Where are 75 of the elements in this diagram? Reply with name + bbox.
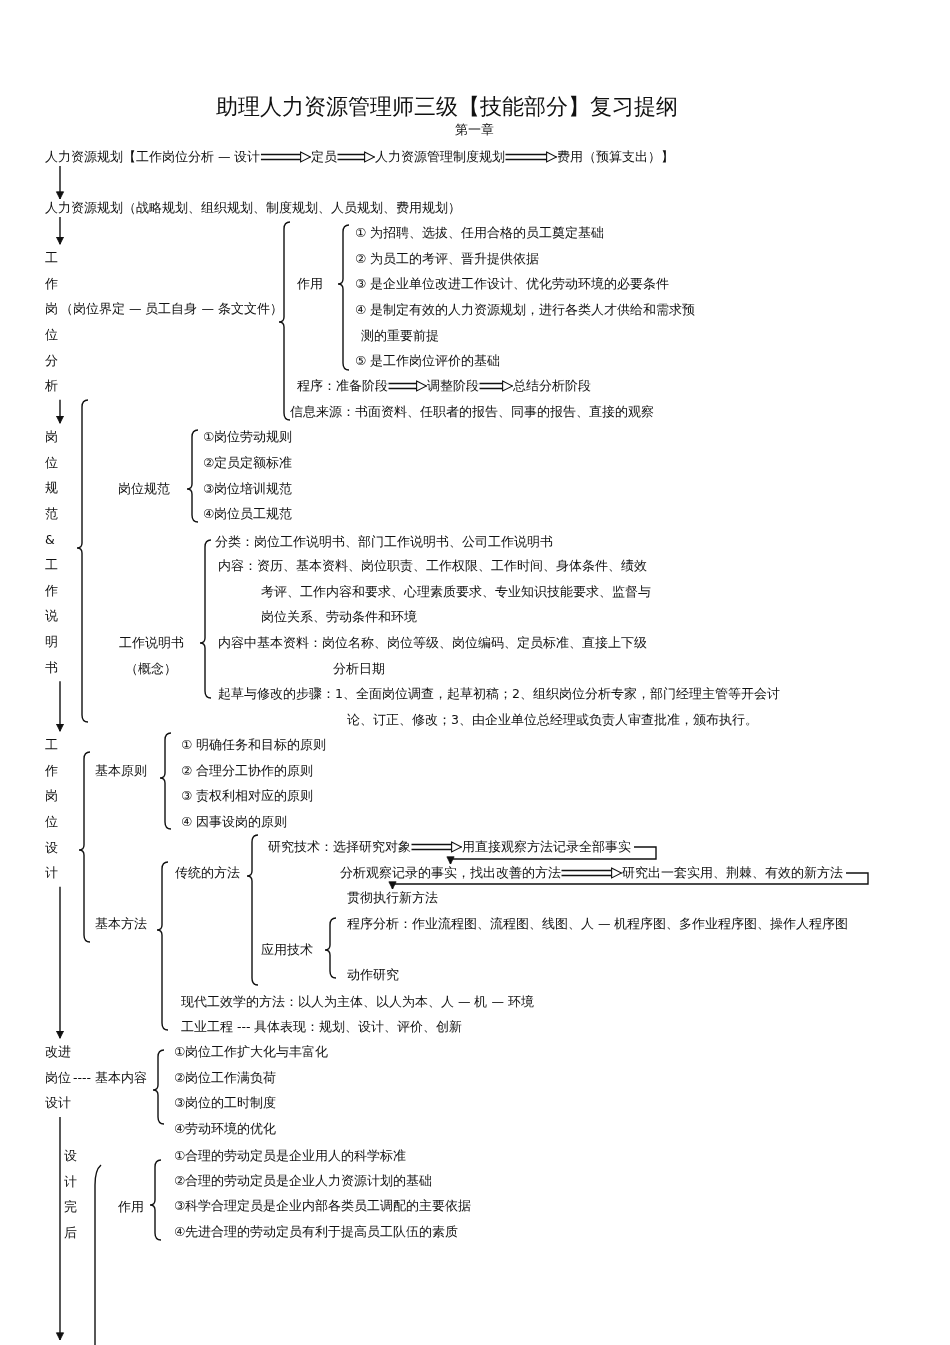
outline-text: 程序分析：作业流程图、流程图、线图、人 — 机程序图、多作业程序图、操作人程序图 xyxy=(347,916,849,932)
arrow xyxy=(56,680,64,732)
side-note: （岗位界定 — 员工自身 — 条文文件） xyxy=(60,301,283,317)
hollow-arrow xyxy=(387,380,428,392)
hollow-arrow xyxy=(410,841,463,853)
outline-text: 工作说明书（概念） xyxy=(118,634,184,678)
outline-text: ① 明确任务和目标的原则 xyxy=(181,737,327,753)
outline-text: ④ 因事设岗的原则 xyxy=(181,814,288,830)
vertical-heading: 改进岗位设计 xyxy=(45,1039,72,1116)
arrow xyxy=(56,1116,64,1341)
outline-text: ③科学合理定员是企业内部各类员工调配的主要依据 xyxy=(174,1198,472,1214)
outline-text: 传统的方法 xyxy=(175,865,240,881)
outline-text: ③ 是企业单位改进工作设计、优化劳动环境的必要条件 xyxy=(355,276,670,292)
vertical-heading: 岗位规范&工作说明书 xyxy=(45,424,59,681)
outline-text: ②定员定额标准 xyxy=(203,455,293,471)
outline-text: ② 为员工的考评、晋升提供依据 xyxy=(355,251,540,267)
hollow-arrow xyxy=(336,151,376,163)
topic-text: 程序：准备阶段 xyxy=(297,378,388,394)
topic-text: 人力资源管理制度规划 xyxy=(375,149,505,165)
outline-text: ①合理的劳动定员是企业用人的科学标准 xyxy=(174,1148,407,1164)
outline-text: 作用 xyxy=(118,1199,144,1215)
topic-text: 研究技术：选择研究对象 xyxy=(268,839,411,855)
topic-text: 用直接观察方法记录全部事实 xyxy=(462,839,631,855)
outline-text: 起草与修改的步骤：1、全面岗位调查，起草初稿；2、组织岗位分析专家，部门经理主管等开会讨论、订正、修改；3、由企业单位总经理或负责人审查批准，颁布执行。 xyxy=(218,685,781,729)
arrow xyxy=(388,872,869,890)
outline-text: 作用 xyxy=(297,276,323,292)
topic-text: 研究出一套实用、荆棘、有效的新方法 xyxy=(622,865,843,881)
outline-text: 基本方法 xyxy=(95,916,147,932)
vertical-heading: 工作岗位分析 xyxy=(45,245,59,399)
outline-text: ②岗位工作满负荷 xyxy=(174,1070,277,1086)
outline-text: ---- 基本内容 xyxy=(73,1070,147,1086)
outline-text: 岗位规范 xyxy=(118,481,170,497)
outline-text: ①岗位工作扩大化与丰富化 xyxy=(174,1044,329,1060)
outline-text: ③岗位培训规范 xyxy=(203,481,293,497)
outline-text: 内容中基本资料：岗位名称、岗位等级、岗位编码、定员标准、直接上下级分析日期 xyxy=(218,634,648,678)
topic-text: 调整阶段 xyxy=(427,378,479,394)
arrow xyxy=(56,399,64,424)
title: 助理人力资源管理师三级【技能部分】复习提纲 xyxy=(214,94,679,120)
outline-text: ④劳动环境的优化 xyxy=(174,1121,277,1137)
vertical-heading: 工作岗位设计 xyxy=(45,732,59,886)
outline-text: 应用技术 xyxy=(261,942,313,958)
outline-text: ③岗位的工时制度 xyxy=(174,1095,277,1111)
outline-text: ② 合理分工协作的原则 xyxy=(181,763,314,779)
outline-text: ③ 责权利相对应的原则 xyxy=(181,788,314,804)
arrow xyxy=(56,165,64,200)
outline-text: ④ 是制定有效的人力资源规划，进行各类人才供给和需求预测的重要前提 xyxy=(355,301,697,345)
outline-text: 内容：资历、基本资料、岗位职责、工作权限、工作时间、身体条件、绩效考评、工作内容和要求、心理素质要求、专业知识技能要求、监督与岗位关系、劳动条件和环境 xyxy=(218,557,652,627)
topic-text: 人力资源规划（战略规划、组织规划、制度规划、人员规划、费用规划） xyxy=(45,200,461,216)
outline-text: 基本原则 xyxy=(95,763,147,779)
topic-text: 分析观察记录的事实，找出改善的方法 xyxy=(340,865,561,881)
outline-text: 现代工效学的方法：以人为主体、以人为本、人 — 机 — 环境 xyxy=(181,994,534,1010)
outline-text: ②合理的劳动定员是企业人力资源计划的基础 xyxy=(174,1173,433,1189)
topic-text: 贯彻执行新方法 xyxy=(347,890,438,906)
outline-text: ④岗位员工规范 xyxy=(203,506,293,522)
outline-text: 动作研究 xyxy=(347,967,399,983)
hollow-arrow xyxy=(260,151,312,163)
topic-text: 总结分析阶段 xyxy=(513,378,591,394)
topic-text: 人力资源规划【工作岗位分析 — 设计 xyxy=(45,149,261,165)
topic-text: 费用（预算支出）】 xyxy=(557,149,674,165)
outline-text: 信息来源：书面资料、任职者的报告、同事的报告、直接的观察 xyxy=(290,404,654,420)
outline-text: 分类：岗位工作说明书、部门工作说明书、公司工作说明书 xyxy=(215,534,553,550)
hollow-arrow xyxy=(560,867,623,879)
outline-text: ①岗位劳动规则 xyxy=(203,429,293,445)
subtitle: 第一章 xyxy=(455,122,494,138)
topic-text: 定员 xyxy=(311,149,337,165)
arrow xyxy=(56,886,64,1039)
outline-text: 工业工程 --- 具体表现：规划、设计、评价、创新 xyxy=(181,1019,463,1035)
arrow xyxy=(56,216,64,245)
hollow-arrow xyxy=(478,380,514,392)
outline-text: ① 为招聘、选拔、任用合格的员工奠定基础 xyxy=(355,225,605,241)
hollow-arrow xyxy=(504,151,558,163)
arrow xyxy=(446,846,657,865)
outline-text: ⑤ 是工作岗位评价的基础 xyxy=(355,353,501,369)
outline-text: ④先进合理的劳动定员有利于提高员工队伍的素质 xyxy=(174,1224,459,1240)
vertical-heading: 设计完后 xyxy=(64,1147,78,1242)
